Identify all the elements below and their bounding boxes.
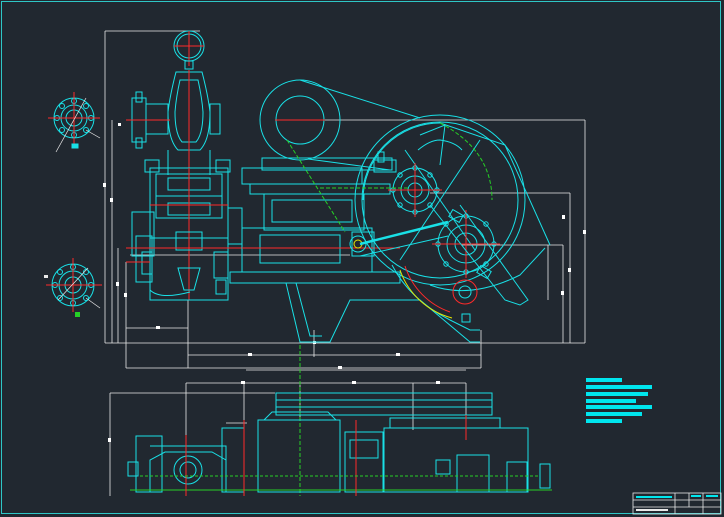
air-chamber[interactable] (126, 70, 221, 175)
dimension-lines (104, 30, 586, 496)
motor-pulley[interactable] (259, 79, 421, 171)
pressure-gauge[interactable] (173, 30, 205, 70)
dimension-ticks (103, 123, 586, 442)
flange-detail-lower[interactable] (44, 258, 102, 317)
flywheel[interactable] (354, 114, 551, 331)
lower-view[interactable] (127, 392, 552, 496)
title-block (632, 492, 722, 515)
crank-eccentric[interactable] (388, 163, 529, 323)
hidden-lines (286, 122, 493, 496)
technical-notes (586, 378, 652, 423)
flange-detail-upper[interactable] (48, 92, 101, 153)
pump-body[interactable] (229, 151, 480, 343)
